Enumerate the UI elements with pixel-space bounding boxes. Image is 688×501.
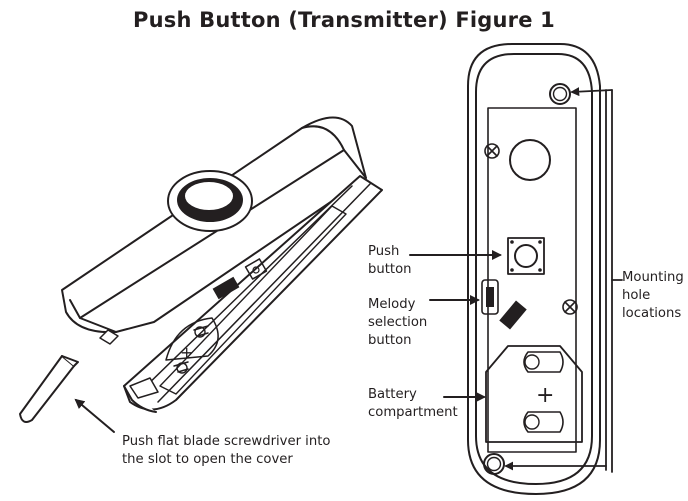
label-screwdriver-instruction: Push flat blade screwdriver into the slo… xyxy=(122,434,331,467)
base-plus-sign: + xyxy=(180,343,193,362)
label-mounting-hole-locations: Mounting hole locations xyxy=(622,270,684,321)
label-melody-selection-button: Melody selection button xyxy=(368,297,428,348)
screw-mark-top xyxy=(484,143,500,159)
speaker-hole xyxy=(509,139,551,181)
screwdriver-arrow xyxy=(74,398,115,433)
mounting-hole-top xyxy=(549,83,571,105)
cover-push-button xyxy=(167,170,253,232)
label-battery-compartment: Battery compartment xyxy=(368,387,458,420)
screw-mark-right xyxy=(562,299,578,315)
mounting-hole-bottom xyxy=(483,453,505,475)
transmitter-base xyxy=(123,175,383,413)
base-interior xyxy=(159,205,347,395)
label-push-button: Push button xyxy=(368,244,412,277)
melody-slide-switch xyxy=(481,279,499,315)
screwdriver xyxy=(19,355,79,423)
transmitter-back-view: + xyxy=(409,43,623,495)
battery-plus-sign: + xyxy=(536,383,554,408)
board-marker xyxy=(499,300,527,330)
mounting-hole-leader xyxy=(504,87,623,473)
exploded-transmitter: + xyxy=(19,116,383,433)
push-button-switch xyxy=(507,237,545,275)
figure-title: Push Button (Transmitter) Figure 1 xyxy=(133,8,555,32)
battery-compartment xyxy=(485,345,583,443)
